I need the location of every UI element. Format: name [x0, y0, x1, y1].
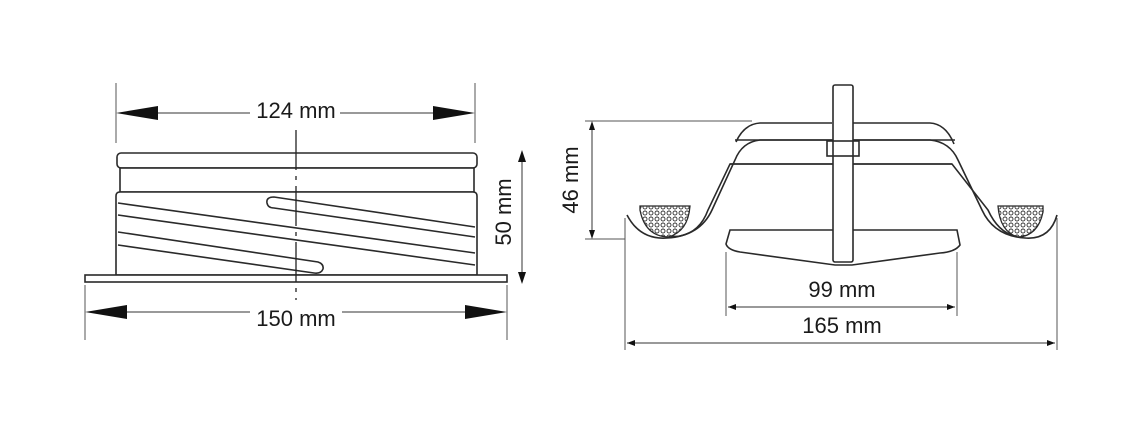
- stem-nut: [826, 140, 860, 157]
- collar-band: [119, 167, 475, 193]
- dimension-50: 50 mm: [491, 150, 526, 284]
- side-view: 124 mm 50 mm: [84, 83, 526, 340]
- gasket-right: [997, 205, 1044, 238]
- gasket-left: [639, 205, 691, 238]
- arrow-left-icon: [116, 106, 158, 120]
- outer-width-label: 165 mm: [802, 313, 881, 338]
- disc-width-label: 99 mm: [808, 277, 875, 302]
- section-view: 46 mm 99 mm 165 mm: [558, 84, 1058, 350]
- height-label: 50 mm: [491, 178, 516, 245]
- dimension-165: 165 mm: [627, 313, 1055, 346]
- dimension-99: 99 mm: [728, 277, 955, 310]
- dimension-150: 150 mm: [85, 305, 507, 331]
- adjustment-stem: [832, 84, 854, 263]
- dimension-46: 46 mm: [558, 121, 595, 239]
- spiral-grooves: [117, 196, 476, 274]
- width-flange-label: 150 mm: [256, 306, 335, 331]
- arrow-right-icon: [433, 106, 475, 120]
- lid-rim: [116, 152, 478, 169]
- dimension-124: 124 mm: [116, 98, 475, 123]
- section-height-label: 46 mm: [558, 146, 583, 213]
- width-top-label: 124 mm: [256, 98, 335, 123]
